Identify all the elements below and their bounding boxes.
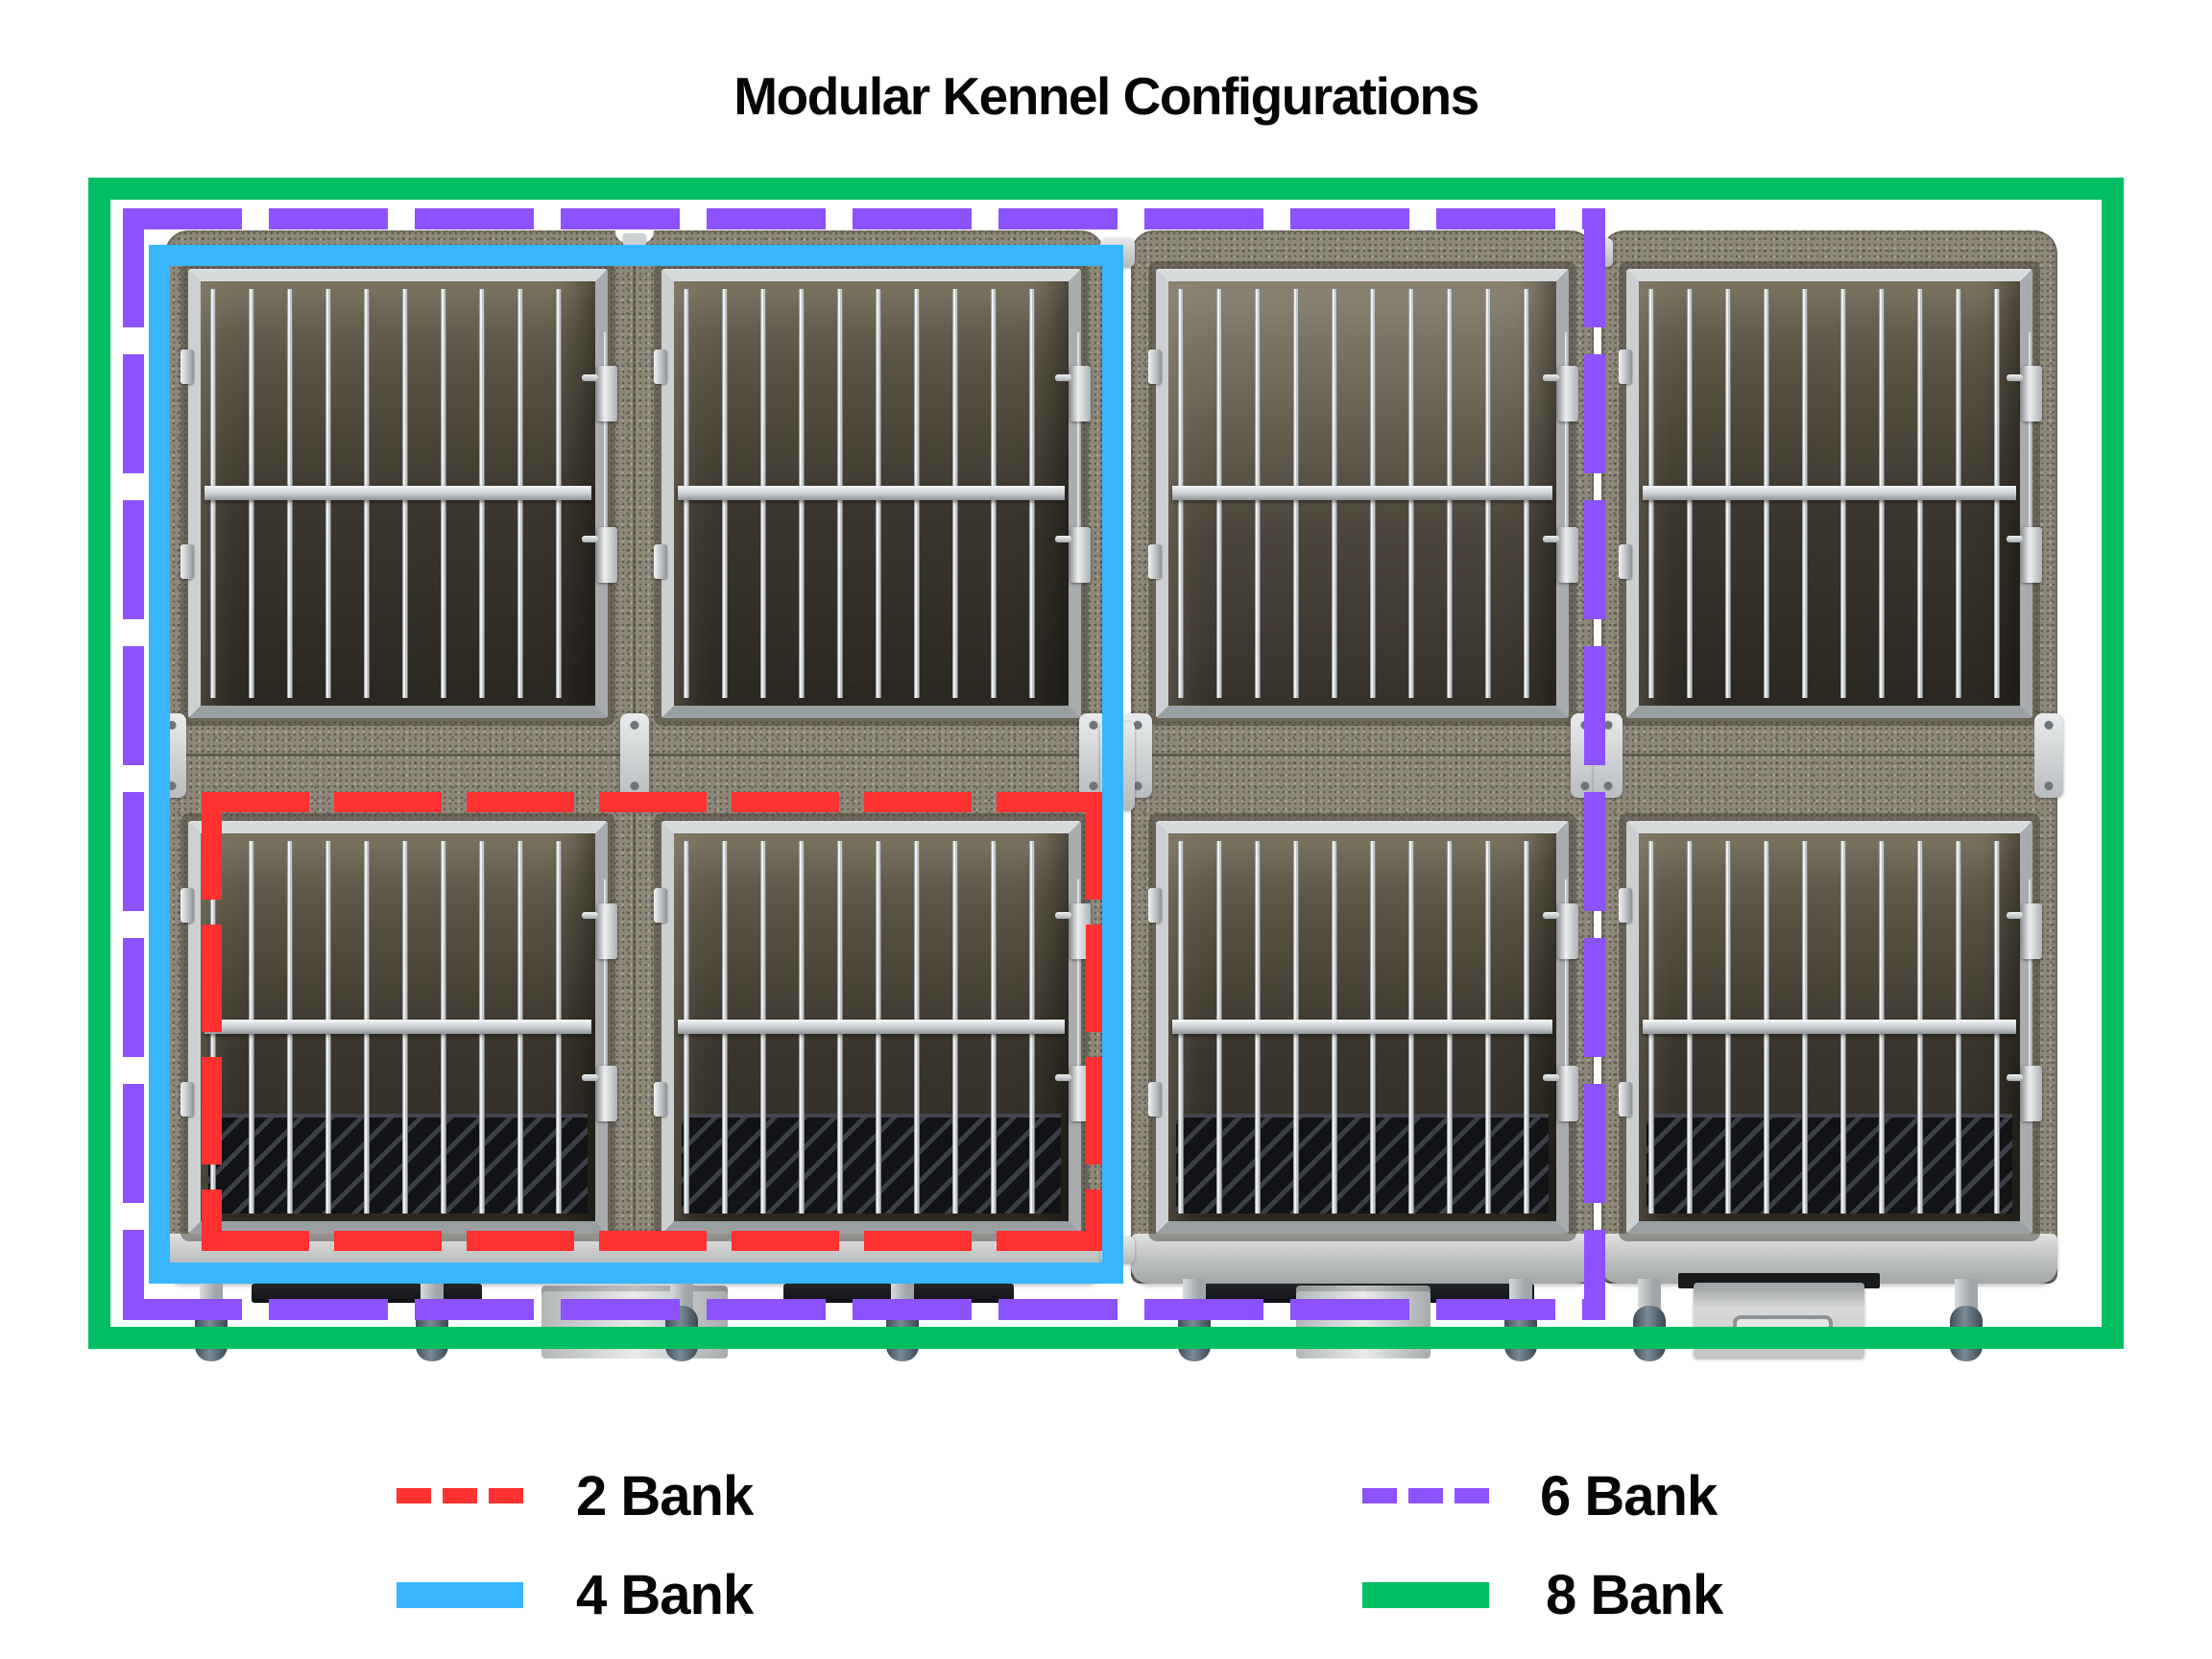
latch-rod-icon <box>604 879 608 1090</box>
kennel-bank-left <box>157 230 1108 1361</box>
cage-midrail <box>1172 1020 1552 1034</box>
kennel-base <box>165 1234 1104 1284</box>
kennel-cage-top-1 <box>180 269 617 718</box>
legend-label-2-bank: 2 Bank <box>576 1465 754 1527</box>
hinge-icon <box>180 544 194 580</box>
caster-wheel <box>192 1279 230 1363</box>
latch-icon <box>2007 902 2042 959</box>
cage-midrail <box>204 486 591 500</box>
latch-icon <box>582 366 617 422</box>
cage-midrail <box>678 486 1065 500</box>
legend-swatch-2-bank <box>397 1488 523 1503</box>
joint-plate-icon <box>1100 722 1135 810</box>
legend-label-6-bank: 6 Bank <box>1540 1465 1718 1527</box>
latch-icon <box>1055 1066 1091 1122</box>
cage-midrail <box>678 1020 1065 1034</box>
latch-icon <box>1055 366 1091 422</box>
latch-rod-icon <box>1565 332 1569 562</box>
caster-wheel <box>1175 1279 1214 1363</box>
joint-plate-icon <box>1588 238 1613 267</box>
latch-icon <box>2007 1066 2042 1122</box>
hinge-icon <box>180 349 194 384</box>
latch-icon <box>582 1066 617 1122</box>
caster-wheel <box>1947 1279 1985 1363</box>
caster-wheel <box>413 1279 451 1363</box>
cage-midrail <box>1172 486 1552 500</box>
kennel-cage-top-3 <box>1148 269 1578 718</box>
hinge-icon <box>180 887 194 923</box>
latch-icon <box>582 902 617 959</box>
cage-midrail <box>1643 486 2016 500</box>
hinge-icon <box>1148 544 1162 580</box>
legend-swatch-8-bank <box>1362 1582 1489 1608</box>
latch-icon <box>1055 527 1091 584</box>
hinge-icon <box>654 887 667 923</box>
latch-rod-icon <box>604 332 608 562</box>
cage-midrail <box>1643 1020 2016 1034</box>
panel-seam <box>1135 754 1590 757</box>
kennel-cage-bottom-4 <box>1619 821 2042 1234</box>
hinge-icon <box>654 349 667 384</box>
latch-icon <box>1543 902 1578 959</box>
latch-rod-icon <box>1565 879 1569 1090</box>
overlay-edge <box>123 208 144 1320</box>
kennel-cage-bottom-2 <box>654 821 1091 1234</box>
latch-icon <box>2007 366 2042 422</box>
kennel-cage-bottom-3 <box>1148 821 1578 1234</box>
hinge-icon <box>1148 1081 1162 1117</box>
diagram-title: Modular Kennel Configurations <box>733 66 1479 126</box>
connector-plate-icon <box>1594 713 1623 798</box>
latch-icon <box>1055 902 1091 959</box>
kennel-cage-top-4 <box>1619 269 2042 718</box>
cage-midrail <box>204 1020 591 1034</box>
legend-label-4-bank: 4 Bank <box>576 1564 754 1626</box>
joint-plate-icon <box>1100 1237 1135 1263</box>
waste-drawer <box>1694 1283 1864 1358</box>
hinge-icon <box>654 1081 667 1117</box>
caster-wheel <box>662 1279 701 1363</box>
pedestal <box>1296 1286 1431 1358</box>
latch-rod-icon <box>2029 332 2032 562</box>
overlay-edge <box>123 208 1605 229</box>
hinge-icon <box>1619 544 1632 580</box>
latch-rod-icon <box>1077 332 1081 562</box>
latch-rod-icon <box>1077 879 1081 1090</box>
kennel-unit-4 <box>1594 230 2063 1361</box>
panel-seam <box>1605 754 2054 757</box>
connector-plate-icon <box>2034 713 2063 798</box>
latch-icon <box>1543 366 1578 422</box>
hinge-icon <box>1619 887 1632 923</box>
hinge-icon <box>1619 349 1632 384</box>
latch-icon <box>2007 527 2042 584</box>
hinge-icon <box>1148 349 1162 384</box>
latch-icon <box>1543 527 1578 584</box>
kennel-cage-bottom-1 <box>180 821 617 1234</box>
caster-wheel <box>1630 1279 1669 1363</box>
connector-plate-icon <box>157 713 186 798</box>
joint-tab-icon <box>623 233 646 251</box>
kennel-cage-top-2 <box>654 269 1091 718</box>
legend-label-8-bank: 8 Bank <box>1546 1564 1723 1626</box>
legend-swatch-4-bank <box>397 1582 523 1608</box>
legend-swatch-6-bank <box>1362 1488 1489 1503</box>
caster-wheel <box>883 1279 922 1363</box>
hinge-icon <box>654 544 667 580</box>
latch-icon <box>1543 1066 1578 1122</box>
latch-rod-icon <box>2029 879 2032 1090</box>
hinge-icon <box>1619 1081 1632 1117</box>
caster-wheel <box>1502 1279 1540 1363</box>
kennel-base <box>1131 1234 1594 1284</box>
hinge-icon <box>1148 887 1162 923</box>
joint-plate-icon <box>1100 238 1135 267</box>
kennel-unit-3 <box>1123 230 1599 1361</box>
connector-plate-icon <box>620 713 649 798</box>
hinge-icon <box>180 1081 194 1117</box>
latch-icon <box>582 527 617 584</box>
